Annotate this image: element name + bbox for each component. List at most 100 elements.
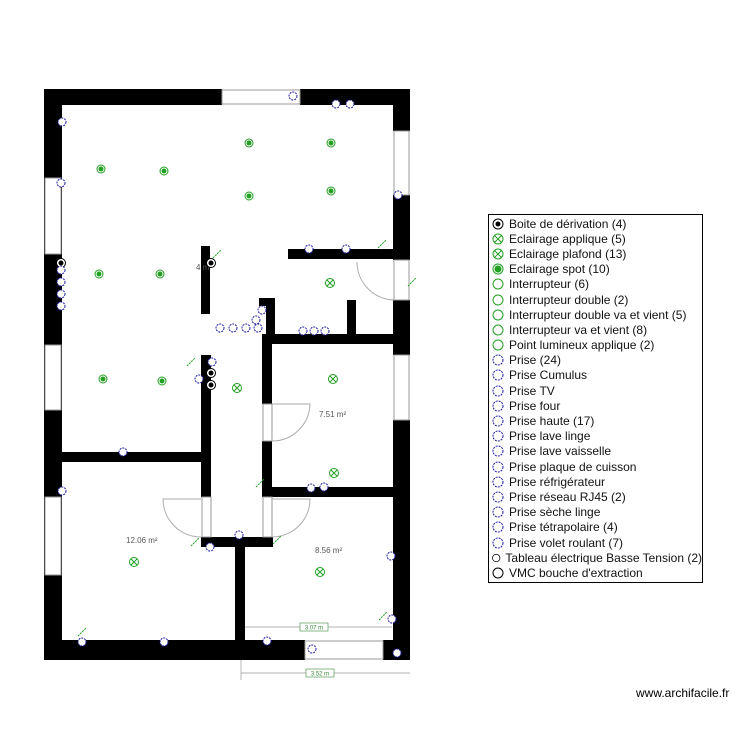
outlet-icon xyxy=(228,323,238,333)
outlet-icon xyxy=(307,644,317,654)
dimension-label: 3.52 m xyxy=(311,672,329,678)
outlet-icon xyxy=(306,483,316,493)
legend-item: Interrupteur double (2) xyxy=(489,292,702,307)
wall xyxy=(347,300,356,340)
outlet-icon xyxy=(393,190,403,200)
outlet-icon xyxy=(262,636,272,646)
outlet-tetrapolar-icon xyxy=(492,521,504,533)
outlet-icon xyxy=(241,323,251,333)
legend-item: Boite de dérivation (4) xyxy=(489,216,702,231)
outlet-icon xyxy=(304,244,314,254)
spot-light-icon xyxy=(94,269,104,279)
legend-label: Prise Cumulus xyxy=(509,368,588,383)
legend-label: Prise réfrigérateur xyxy=(509,474,606,489)
spot-light-icon xyxy=(326,186,336,196)
outlet-fridge-icon xyxy=(492,476,504,488)
outlet-icon xyxy=(56,265,66,275)
spot-light-icon xyxy=(326,138,336,148)
switch-icon xyxy=(378,611,388,621)
outlet-dryer-icon xyxy=(492,506,504,518)
legend-label: Prise tétrapolaire (4) xyxy=(509,520,618,535)
two-way-switch-icon xyxy=(492,324,504,336)
switch-icon xyxy=(255,478,265,488)
outlet-icon xyxy=(331,99,341,109)
outlet-dishwasher-icon xyxy=(492,445,504,457)
ceiling-light-icon xyxy=(232,383,242,393)
wall xyxy=(201,246,210,314)
legend-item: VMC bouche d'extraction xyxy=(489,565,702,580)
spot-light-icon xyxy=(98,374,108,384)
junction-box-icon xyxy=(206,380,216,390)
outlet-icon xyxy=(386,551,396,561)
wall xyxy=(262,441,272,496)
outlet-washer-icon xyxy=(492,430,504,442)
legend-item: Prise lave linge xyxy=(489,429,702,444)
legend-item: Prise plaque de cuisson xyxy=(489,459,702,474)
legend-item: Prise lave vaisselle xyxy=(489,444,702,459)
switch-icon xyxy=(212,249,222,259)
door xyxy=(201,496,212,538)
outlet-icon xyxy=(387,614,397,624)
legend-label: Prise sèche linge xyxy=(509,505,601,520)
outlet-icon xyxy=(234,530,244,540)
switch-icon xyxy=(190,537,200,547)
ceiling-light-icon xyxy=(129,557,139,567)
legend-item: Prise tétrapolaire (4) xyxy=(489,520,702,535)
legend-label: Prise lave linge xyxy=(509,429,591,444)
outlet-icon xyxy=(298,326,308,336)
legend-label: VMC bouche d'extraction xyxy=(509,565,643,580)
switch-icon xyxy=(492,278,504,290)
legend-item: Interrupteur (6) xyxy=(489,277,702,292)
legend-item: Prise sèche linge xyxy=(489,505,702,520)
outlet-icon xyxy=(309,326,319,336)
ceiling-light-icon xyxy=(329,468,339,478)
legend-label: Eclairage spot (10) xyxy=(509,262,610,277)
legend-label: Interrupteur double (2) xyxy=(509,292,629,307)
legend-label: Point lumineux applique (2) xyxy=(509,338,655,353)
legend: Boite de dérivation (4)Eclairage appliqu… xyxy=(488,214,703,583)
legend-item: Point lumineux applique (2) xyxy=(489,338,702,353)
outlet-icon xyxy=(57,486,67,496)
legend-label: Prise TV xyxy=(509,383,555,398)
outlet-icon xyxy=(253,323,263,333)
switch-icon xyxy=(77,627,87,637)
switch-icon xyxy=(272,535,282,545)
outlet-tv-icon xyxy=(492,385,504,397)
window xyxy=(44,177,62,255)
spot-light-icon xyxy=(157,376,167,386)
outlet-icon xyxy=(56,301,66,311)
spot-light-icon xyxy=(492,263,504,275)
legend-label: Eclairage plafond (13) xyxy=(509,246,627,261)
wall xyxy=(44,89,222,105)
electrical-panel-icon xyxy=(492,553,501,562)
outlet-icon xyxy=(56,277,66,287)
ceiling-light-icon xyxy=(328,374,338,384)
legend-item: Tableau électrique Basse Tension (2) xyxy=(489,550,702,565)
spot-light-icon xyxy=(159,166,169,176)
room-area-label: 4 m² xyxy=(196,263,212,272)
door-swing xyxy=(271,498,311,538)
wall xyxy=(62,452,211,462)
window xyxy=(393,130,410,196)
wall xyxy=(262,334,402,344)
outlet-icon xyxy=(257,305,267,315)
vmc-extraction-icon xyxy=(492,567,504,579)
legend-label: Boite de dérivation (4) xyxy=(509,216,627,231)
outlet-icon xyxy=(57,117,67,127)
legend-label: Prise haute (17) xyxy=(509,414,595,429)
legend-item: Interrupteur double va et vient (5) xyxy=(489,307,702,322)
outlet-shutter-icon xyxy=(492,537,504,549)
outlet-icon xyxy=(319,482,329,492)
legend-label: Prise four xyxy=(509,398,561,413)
legend-label: Interrupteur (6) xyxy=(509,277,590,292)
junction-box-icon xyxy=(206,368,216,378)
wall xyxy=(300,89,410,105)
outlet-icon xyxy=(77,637,87,647)
window xyxy=(304,640,384,660)
spot-light-icon xyxy=(96,164,106,174)
legend-item: Prise réfrigérateur xyxy=(489,474,702,489)
outlet-cumulus-icon xyxy=(492,369,504,381)
room-area-label: 12.06 m² xyxy=(126,536,158,545)
wall xyxy=(262,487,402,497)
